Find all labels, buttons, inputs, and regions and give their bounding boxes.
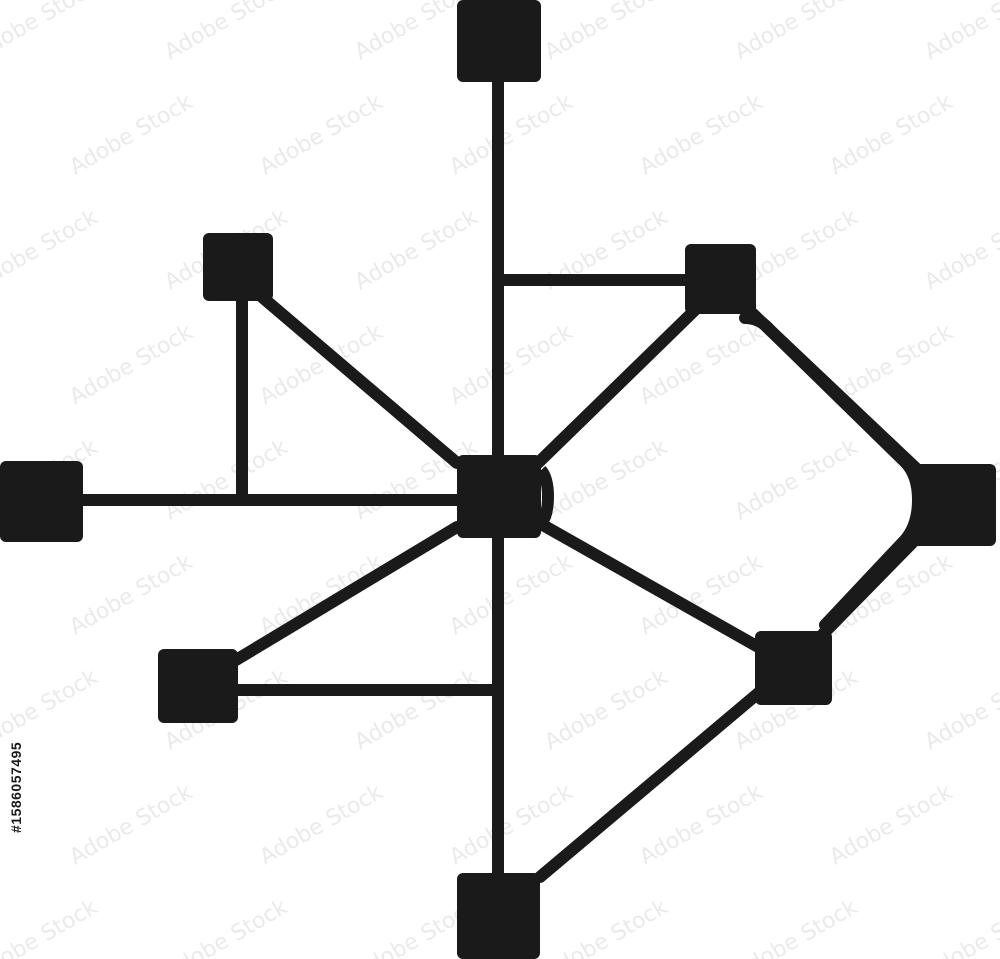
node-right	[913, 464, 996, 546]
watermark-text: Adobe Stock	[636, 90, 768, 181]
watermark-text: Adobe Stock	[731, 895, 863, 959]
watermark-text: Adobe Stock	[66, 90, 198, 181]
watermark-text: Adobe Stock	[66, 320, 198, 411]
watermark-text: Adobe Stock	[921, 895, 1000, 959]
node-top	[457, 0, 541, 82]
watermark-text: Adobe Stock	[161, 0, 293, 65]
watermark-text: Adobe Stock	[161, 435, 293, 526]
edge-hub-to-upper-left	[256, 291, 463, 469]
watermark-text: Adobe Stock	[446, 90, 578, 181]
watermark-text: Adobe Stock	[541, 0, 673, 65]
stock-image-id: #1586057495	[8, 741, 24, 833]
watermark-text: Adobe Stock	[256, 90, 388, 181]
edge-hub-to-upper-right	[532, 304, 701, 469]
watermark-text: Adobe Stock	[0, 0, 102, 65]
watermark-text: Adobe Stock	[541, 895, 673, 959]
edge-lower-right-to-bottom	[534, 684, 768, 883]
node-lower-right	[755, 631, 832, 705]
node-upper-left	[203, 233, 273, 301]
watermark-text: Adobe Stock	[351, 665, 483, 756]
watermark-text: Adobe Stock	[66, 780, 198, 871]
node-hub	[457, 455, 541, 538]
watermark-text: Adobe Stock	[256, 550, 388, 641]
node-upper-right	[685, 244, 756, 314]
watermark-text: Adobe Stock	[256, 320, 388, 411]
edge-hub-bulge	[536, 466, 555, 528]
node-bottom	[457, 873, 540, 959]
watermark-text: Adobe Stock	[541, 665, 673, 756]
watermark-text: Adobe Stock	[0, 205, 102, 296]
watermark-text: Adobe Stock	[66, 550, 198, 641]
watermark-text: Adobe Stock	[351, 205, 483, 296]
watermark-text: Adobe Stock	[731, 0, 863, 65]
watermark-text: Adobe Stock	[636, 320, 768, 411]
watermark-text: Adobe Stock	[921, 665, 1000, 756]
watermark-text: Adobe Stock	[731, 435, 863, 526]
watermark-text: Adobe Stock	[921, 0, 1000, 65]
node-lower-left	[158, 649, 238, 723]
watermark-text: Adobe Stock	[446, 320, 578, 411]
edge-hub-to-lower-left	[230, 521, 463, 666]
node-left	[0, 461, 83, 542]
edge-hub-to-lower-right	[535, 518, 766, 654]
watermark-text: Adobe Stock	[636, 780, 768, 871]
watermark-text: Adobe Stock	[826, 780, 958, 871]
watermark-text: Adobe Stock	[256, 780, 388, 871]
watermark-text: Adobe Stock	[0, 895, 102, 959]
watermark-text: Adobe Stock	[446, 550, 578, 641]
watermark-text: Adobe Stock	[826, 90, 958, 181]
watermark-text: Adobe Stock	[161, 895, 293, 959]
watermark-text: Adobe Stock	[921, 205, 1000, 296]
